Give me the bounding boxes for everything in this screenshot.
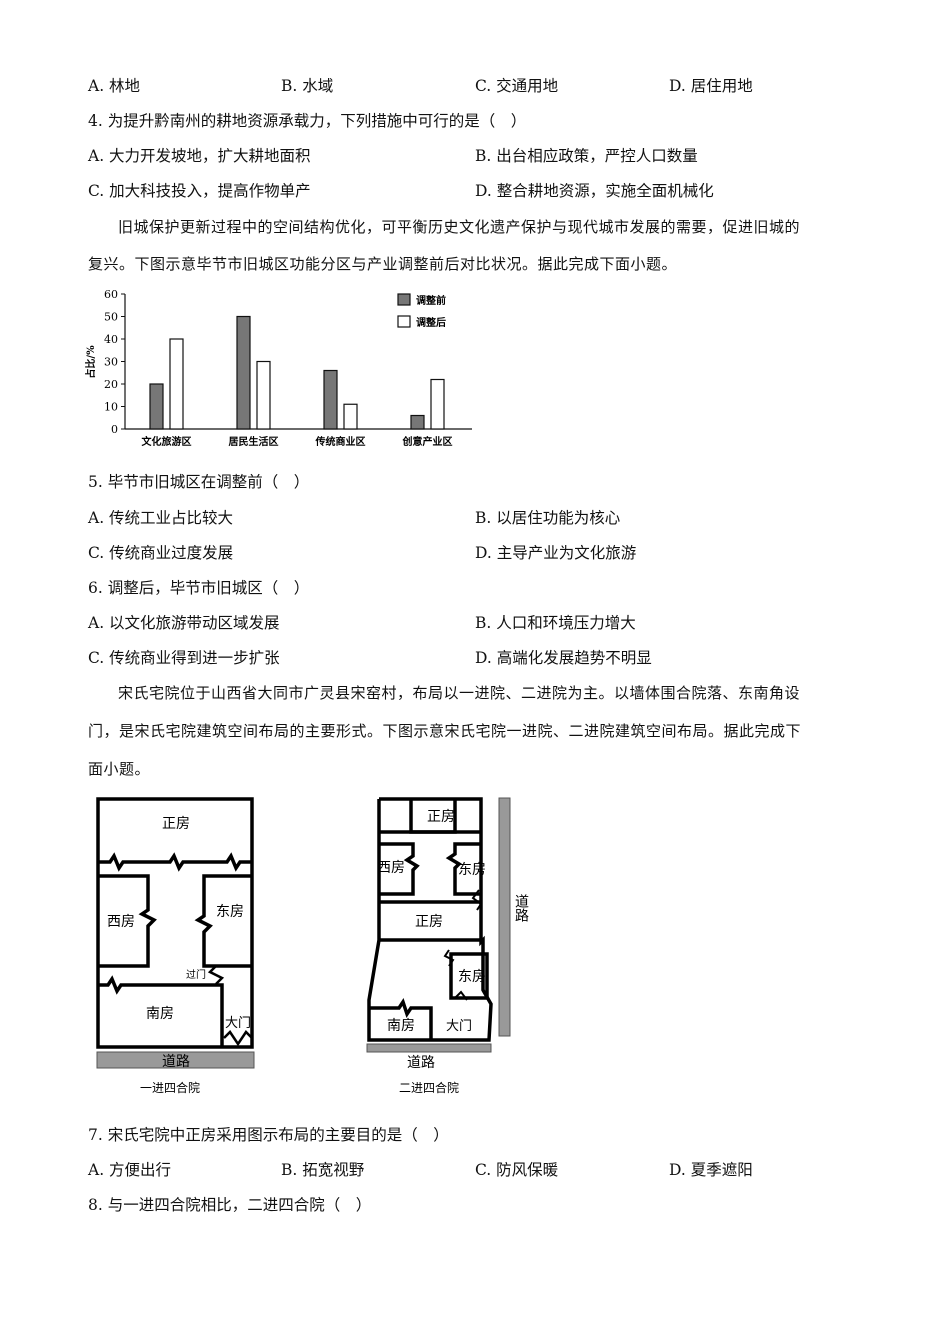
q6-stem: 6. 调整后，毕节市旧城区（ ）	[88, 579, 310, 597]
label-zhengfang-top: 正房	[427, 809, 455, 825]
gate-zigzag-top	[471, 889, 483, 911]
caption-one: 一进四合院	[140, 1080, 200, 1095]
label-dongfang-top: 东房	[458, 862, 486, 878]
damen-zigzag	[223, 1030, 253, 1047]
q7-option-c: C. 防风保暖	[475, 1161, 559, 1179]
y-tick-label: 40	[104, 333, 118, 346]
passage2-line3: 面小题。	[88, 760, 151, 778]
q5-option-a: A. 传统工业占比较大	[88, 509, 234, 527]
q7-option-d: D. 夏季遮阳	[669, 1161, 753, 1179]
label-xifang: 西房	[107, 914, 135, 930]
x-tick-label: 传统商业区	[315, 435, 366, 448]
road-side-bar	[498, 797, 511, 1037]
courtyard-diagram-one: 正房 西房 东房 过门 南房 大门 道路 一进四合院	[96, 797, 255, 1095]
courtyard-diagram-two: 正房 西房 东房 正房 东房 南房 大门 道路 道路 二进四合院	[366, 797, 529, 1095]
legend-label: 调整后	[416, 316, 446, 329]
q7-option-a: A. 方便出行	[88, 1161, 172, 1179]
dongfang-wall	[194, 874, 252, 968]
label-guomen: 过门	[186, 968, 206, 981]
q3-option-b: B. 水域	[281, 77, 334, 95]
label-road: 道路	[162, 1054, 190, 1070]
q5-option-c: C. 传统商业过度发展	[88, 544, 234, 562]
q6-option-c: C. 传统商业得到进一步扩张	[88, 649, 280, 667]
label-road-side: 道路	[513, 894, 529, 922]
label-xifang: 西房	[377, 860, 405, 876]
label-road-bottom: 道路	[407, 1055, 435, 1071]
q5-stem: 5. 毕节市旧城区在调整前（ ）	[88, 473, 310, 491]
nanfang-wall	[369, 998, 433, 1040]
q4-option-a: A. 大力开发坡地，扩大耕地面积	[88, 147, 311, 165]
legend-swatch	[397, 315, 411, 328]
q5-option-d: D. 主导产业为文化旅游	[475, 544, 637, 562]
x-tick-label: 居民生活区	[229, 435, 279, 448]
q6-option-a: A. 以文化旅游带动区域发展	[88, 614, 280, 632]
bar-before	[323, 369, 338, 430]
q8-stem: 8. 与一进四合院相比，二进四合院（ ）	[88, 1196, 372, 1214]
y-tick-label: 60	[104, 288, 118, 301]
q4-option-d: D. 整合耕地资源，实施全面机械化	[475, 182, 714, 200]
y-tick-label: 0	[111, 423, 118, 436]
label-zhengfang: 正房	[162, 816, 190, 832]
q4-option-b: B. 出台相应政策，严控人口数量	[475, 147, 698, 165]
q4-stem: 4. 为提升黔南州的耕地资源承载力，下列措施中可行的是（ ）	[88, 112, 527, 130]
label-nanfang: 南房	[387, 1018, 415, 1034]
gate-zigzag-mid	[443, 949, 455, 967]
nanfang-wall	[98, 975, 224, 1047]
bar-before	[149, 383, 164, 430]
bar-after	[343, 403, 358, 430]
dongfang-bottom-wall	[449, 952, 489, 1000]
label-damen: 大门	[225, 1016, 251, 1031]
y-tick-label: 20	[104, 378, 118, 391]
passage1-line2: 复兴。下图示意毕节市旧城区功能分区与产业调整前后对比状况。据此完成下面小题。	[88, 255, 678, 273]
y-tick-label: 30	[104, 356, 118, 369]
label-damen: 大门	[446, 1019, 472, 1034]
road-bottom-bar	[366, 1043, 492, 1053]
q6-option-b: B. 人口和环境压力增大	[475, 614, 636, 632]
y-tick-label: 10	[104, 401, 118, 414]
x-tick-label: 创意产业区	[402, 435, 453, 448]
xifang-wall	[379, 842, 420, 896]
legend-label: 调整前	[416, 294, 446, 307]
outer-wall	[96, 797, 254, 1049]
label-dongfang: 东房	[216, 904, 244, 920]
q3-option-a: A. 林地	[88, 77, 141, 95]
q4-option-c: C. 加大科技投入，提高作物单产	[88, 182, 311, 200]
gate-zigzag-bottom	[454, 990, 468, 1001]
label-nanfang: 南房	[146, 1006, 174, 1022]
dongfang-top-wall	[445, 842, 481, 896]
bar-after	[169, 338, 184, 430]
bar-after	[256, 360, 271, 430]
q3-option-d: D. 居住用地	[669, 77, 753, 95]
q3-option-c: C. 交通用地	[475, 77, 559, 95]
bar-after	[430, 378, 445, 430]
label-dongfang-bottom: 东房	[458, 969, 486, 985]
road-bar	[96, 1051, 255, 1069]
caption-two: 二进四合院	[399, 1080, 459, 1095]
label-zhengfang-mid: 正房	[415, 914, 443, 930]
zhengfang-wall	[98, 852, 252, 872]
passage2-line2: 门，是宋氏宅院建筑空间布局的主要形式。下图示意宋氏宅院一进院、二进院建筑空间布局…	[88, 722, 802, 740]
xifang-wall	[98, 874, 157, 968]
q7-option-b: B. 拓宽视野	[281, 1161, 365, 1179]
bar-chart: 0102030405060 占比/% 文化旅游区居民生活区传统商业区创意产业区 …	[84, 288, 472, 448]
bar-before	[410, 414, 425, 430]
legend-swatch	[397, 293, 411, 306]
x-tick-label: 文化旅游区	[142, 435, 192, 448]
guomen-zigzag	[207, 965, 225, 985]
passage1-line1: 旧城保护更新过程中的空间结构优化，可平衡历史文化遗产保护与现代城市发展的需要，促…	[118, 218, 801, 236]
y-tick-label: 50	[104, 311, 118, 324]
q7-stem: 7. 宋氏宅院中正房采用图示布局的主要目的是（ ）	[88, 1126, 449, 1144]
passage2-line1: 宋氏宅院位于山西省大同市广灵县宋窑村，布局以一进院、二进院为主。以墙体围合院落、…	[118, 684, 801, 702]
bar-before	[236, 315, 251, 430]
q6-option-d: D. 高端化发展趋势不明显	[475, 649, 652, 667]
y-axis-label: 占比/%	[84, 345, 97, 379]
q5-option-b: B. 以居住功能为核心	[475, 509, 621, 527]
